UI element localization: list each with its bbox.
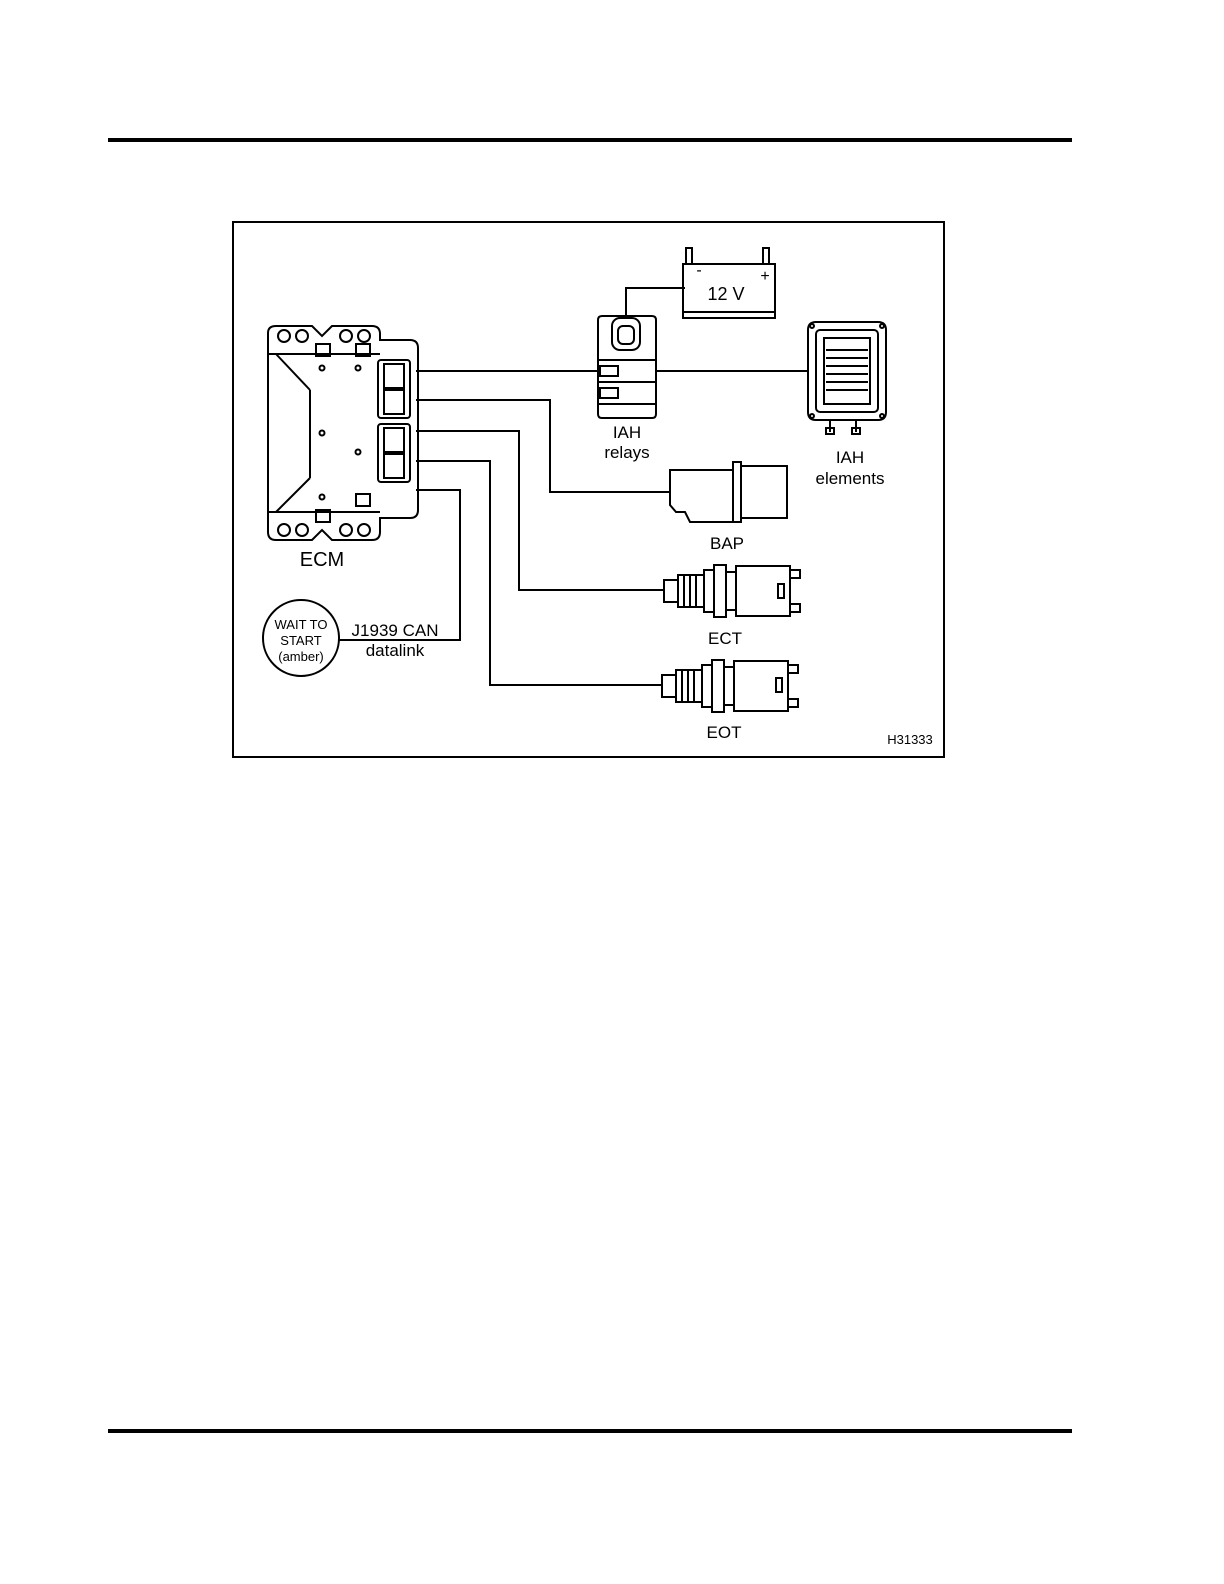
- lamp-label-2: START: [280, 633, 321, 648]
- lamp-label-1: WAIT TO: [275, 617, 328, 632]
- can-label-1: J1939 CAN: [352, 621, 439, 640]
- iah-elements-label-2: elements: [816, 469, 885, 488]
- battery-label: 12 V: [707, 284, 744, 304]
- ect-label: ECT: [708, 629, 742, 648]
- iah-elements-label-1: IAH: [836, 448, 864, 467]
- battery-plus-label: +: [760, 268, 769, 285]
- ecm-label: ECM: [300, 549, 344, 571]
- wire-ecm-eot: [416, 461, 662, 685]
- lamp-label-3: (amber): [278, 649, 324, 664]
- figure-frame: [233, 222, 944, 757]
- iah-relays-label-1: IAH: [613, 423, 641, 442]
- bap-label: BAP: [710, 534, 744, 553]
- can-label-2: datalink: [366, 641, 425, 660]
- iah-elements: [808, 322, 886, 434]
- iah-relays: [598, 316, 656, 418]
- figure-id: H31333: [887, 732, 933, 747]
- ecm-module: [268, 326, 418, 540]
- bap-sensor: [670, 462, 787, 522]
- eot-sensor: [662, 660, 798, 712]
- iah-relays-label-2: relays: [604, 443, 649, 462]
- eot-label: EOT: [707, 723, 742, 742]
- battery-minus-label: -: [696, 262, 701, 279]
- wire-battery-relays: [626, 288, 685, 316]
- ect-sensor: [664, 565, 800, 617]
